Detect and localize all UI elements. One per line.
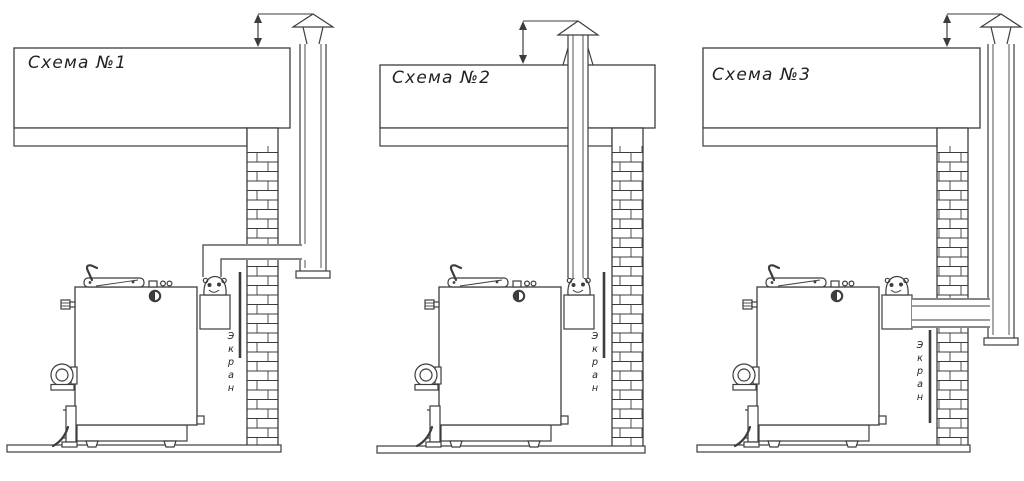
- scheme-1: [6, 13, 334, 453]
- brick-wall: [246, 127, 279, 447]
- chimney-cap-icon: [556, 20, 600, 36]
- condensate-cap: [295, 270, 331, 279]
- roof-slab-lip: [13, 127, 248, 147]
- scheme-2: [376, 20, 656, 454]
- scheme-1-screen-label: Экран: [225, 331, 237, 396]
- scheme-2-screen-label: Экран: [589, 331, 601, 396]
- chimney-stack: [562, 35, 594, 278]
- floor-slab: [696, 444, 971, 453]
- roof-slab-lip: [702, 127, 938, 147]
- scheme-3-label: Схема №3: [712, 65, 812, 85]
- boiler: [731, 264, 914, 449]
- floor-slab: [376, 445, 646, 454]
- condensate-cap: [983, 337, 1019, 346]
- boiler: [49, 264, 232, 449]
- roof-slab: [379, 64, 656, 129]
- flue-pipe-run: [912, 298, 992, 328]
- chimney-stack: [299, 44, 327, 271]
- roof-flashing: [562, 47, 569, 66]
- scheme-3: [696, 13, 1022, 453]
- roof-slab: [702, 47, 981, 129]
- scheme-2-label: Схема №2: [392, 68, 492, 88]
- scheme-3-screen-label: Экран: [914, 340, 926, 405]
- height-arrow: [254, 13, 313, 47]
- chimney-stack: [987, 44, 1015, 338]
- brick-wall: [611, 127, 644, 448]
- height-arrow: [943, 13, 1001, 47]
- roof-flashing: [587, 47, 594, 66]
- scheme-1-label: Схема №1: [28, 53, 128, 73]
- flue-pipe-run: [202, 244, 309, 277]
- chimney-cap-icon: [292, 13, 334, 45]
- boiler: [413, 264, 596, 449]
- height-arrow: [519, 20, 578, 64]
- brick-wall: [936, 127, 969, 447]
- roof-slab: [13, 47, 291, 129]
- floor-slab: [6, 444, 282, 453]
- chimney-cap-icon: [980, 13, 1022, 45]
